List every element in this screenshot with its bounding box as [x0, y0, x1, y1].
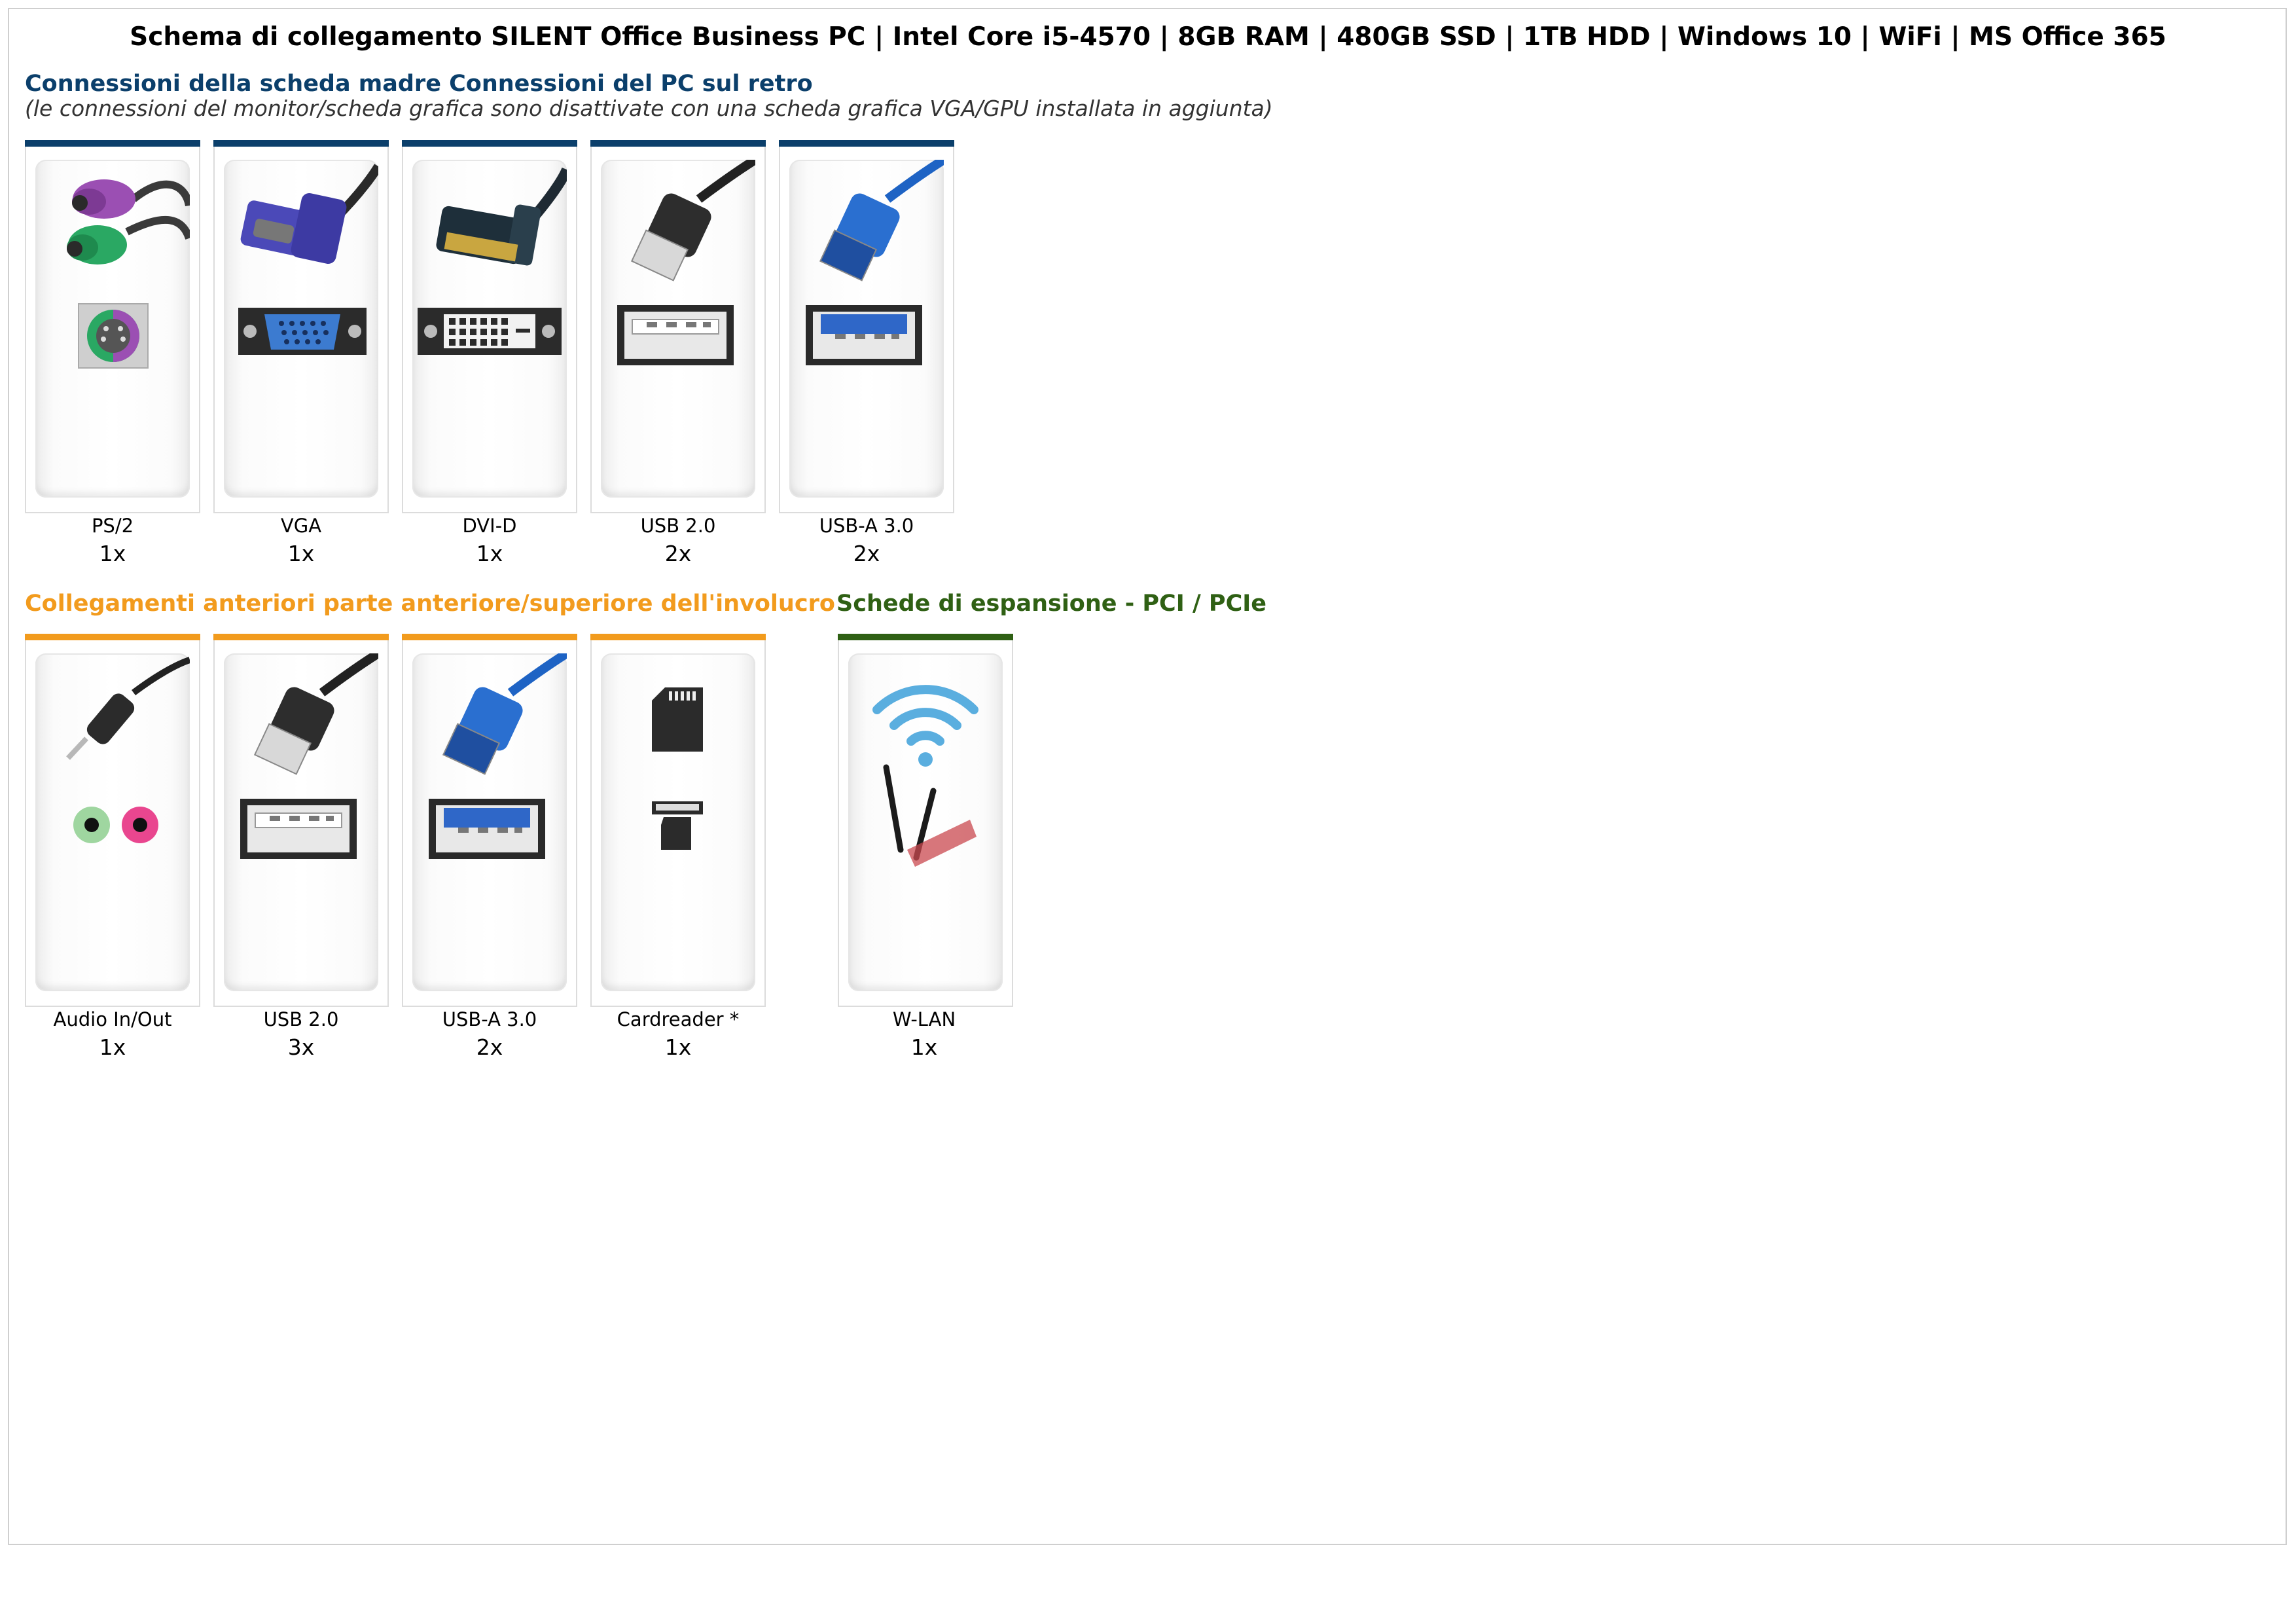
card-usb2-front-label: USB 2.0 — [263, 1008, 339, 1030]
card-accent-bar — [213, 634, 389, 640]
card-usb2-front — [213, 634, 389, 1007]
card-accent-bar — [779, 140, 954, 147]
card-cardreader — [590, 634, 766, 1007]
card-accent-bar — [25, 140, 200, 147]
card-vga-count: 1x — [287, 541, 315, 566]
sd-card-icon — [601, 653, 755, 991]
card-ps2-label: PS/2 — [91, 515, 134, 537]
card-usb2-rear-count: 2x — [664, 541, 692, 566]
card-usb2-rear-label: USB 2.0 — [640, 515, 716, 537]
card-audio-label: Audio In/Out — [53, 1008, 172, 1030]
card-accent-bar — [838, 634, 1013, 640]
expansion-cards-heading: Schede di espansione - PCI / PCIe — [836, 591, 1267, 617]
rear-connections-heading: Connessioni della scheda madre Connessio… — [25, 71, 813, 97]
dvi-connector-icon — [412, 160, 567, 498]
card-dvi — [402, 140, 577, 513]
card-accent-bar — [402, 140, 577, 147]
usb2-connector-icon — [601, 160, 755, 498]
card-usb3-front-count: 2x — [476, 1034, 503, 1060]
card-accent-bar — [213, 140, 389, 147]
card-wlan-count: 1x — [910, 1034, 938, 1060]
card-ps2-count: 1x — [99, 541, 126, 566]
usb3-connector-icon — [412, 653, 567, 991]
front-connections-heading: Collegamenti anteriori parte anteriore/s… — [25, 591, 835, 617]
card-vga — [213, 140, 389, 513]
card-cardreader-count: 1x — [664, 1034, 692, 1060]
card-ps2 — [25, 140, 200, 513]
card-accent-bar — [590, 140, 766, 147]
card-vga-label: VGA — [280, 515, 322, 537]
usb3-connector-icon — [789, 160, 944, 498]
rear-connections-note: (le connessioni del monitor/scheda grafi… — [25, 96, 1273, 121]
vga-connector-icon — [224, 160, 378, 498]
card-usb3-front-label: USB-A 3.0 — [442, 1008, 537, 1030]
card-accent-bar — [25, 634, 200, 640]
card-usb3-rear-count: 2x — [853, 541, 880, 566]
card-usb2-front-count: 3x — [287, 1034, 315, 1060]
card-usb3-rear — [779, 140, 954, 513]
page-title: Schema di collegamento SILENT Office Bus… — [130, 22, 2166, 52]
card-accent-bar — [590, 634, 766, 640]
card-wlan-label: W-LAN — [892, 1008, 956, 1030]
page-frame — [8, 8, 2287, 1545]
card-accent-bar — [402, 634, 577, 640]
card-audio-count: 1x — [99, 1034, 126, 1060]
wifi-card-icon — [848, 653, 1003, 991]
card-audio — [25, 634, 200, 1007]
card-dvi-label: DVI-D — [462, 515, 517, 537]
card-usb3-rear-label: USB-A 3.0 — [819, 515, 914, 537]
usb2-connector-icon — [224, 653, 378, 991]
card-usb3-front — [402, 634, 577, 1007]
card-cardreader-label: Cardreader * — [617, 1008, 740, 1030]
card-usb2-rear — [590, 140, 766, 513]
card-wlan — [838, 634, 1013, 1007]
ps2-connector-icon — [35, 160, 190, 498]
audio-jack-icon — [35, 653, 190, 991]
card-dvi-count: 1x — [476, 541, 503, 566]
